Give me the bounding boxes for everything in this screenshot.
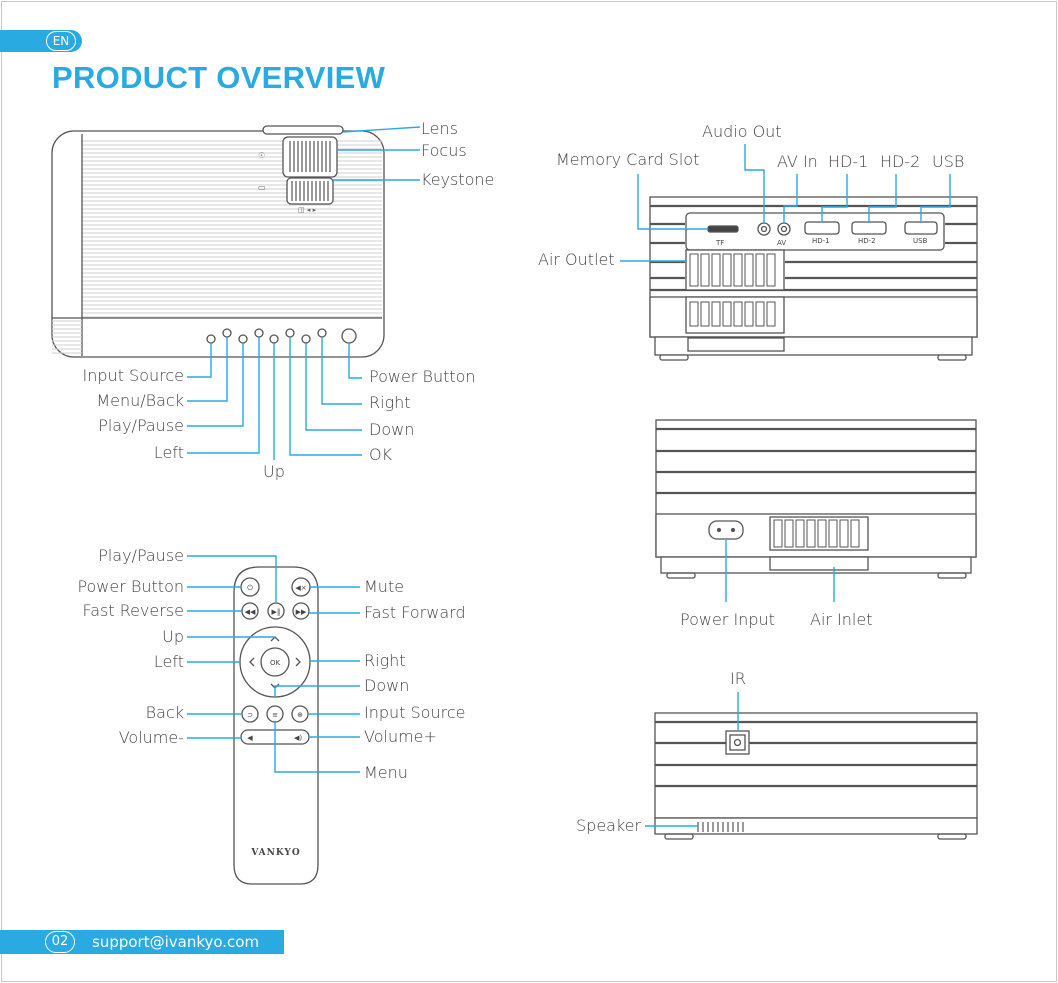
back-icon: ⊃: [247, 711, 253, 719]
label-remote-back: Back: [145, 703, 184, 722]
port-marking-hd2: HD-2: [858, 237, 876, 245]
label-remote-menu: Menu: [364, 763, 408, 782]
label-down: Down: [369, 420, 415, 439]
remote-brand: VANKYO: [250, 848, 300, 858]
input-source-icon: ⊕: [297, 711, 303, 719]
label-menu-back: Menu/Back: [96, 391, 184, 410]
label-left: Left: [153, 443, 184, 462]
play-pause-icon: ▶‖: [272, 608, 281, 616]
projector-rear-view: [649, 196, 978, 361]
label-hd-1: HD-1: [828, 152, 869, 171]
port-marking-tf: TF: [715, 239, 724, 247]
label-remote-input-source: Input Source: [364, 703, 466, 722]
label-remote-fast-forward: Fast Forward: [364, 603, 466, 622]
page-number: 02: [45, 931, 75, 953]
front-view-leaders: [645, 692, 739, 827]
label-remote-mute: Mute: [364, 577, 405, 596]
label-audio-out: Audio Out: [702, 122, 782, 141]
support-email: support@ivankyo.com: [92, 933, 260, 951]
page-title: PRODUCT OVERVIEW: [52, 60, 386, 95]
label-right: Right: [369, 393, 411, 412]
label-power-input: Power Input: [680, 610, 775, 629]
label-remote-down: Down: [364, 676, 410, 695]
label-input-source: Input Source: [82, 366, 184, 385]
label-av-in: AV In: [777, 152, 818, 171]
label-remote-fast-reverse: Fast Reverse: [82, 601, 184, 620]
port-marking-usb: USB: [913, 237, 928, 245]
fast-reverse-icon: ◀◀: [245, 608, 256, 616]
label-keystone: Keystone: [421, 170, 495, 189]
port-marking-av: AV: [777, 239, 786, 247]
label-remote-up: Up: [162, 627, 184, 646]
label-power-button: Power Button: [369, 367, 476, 386]
label-remote-volume-down: Volume-: [118, 728, 184, 747]
svg-text:☉: ☉: [258, 151, 265, 160]
label-play-pause: Play/Pause: [98, 416, 184, 435]
volume-down-icon: ◀: [247, 734, 253, 742]
port-marking-hd1: HD-1: [812, 237, 830, 245]
label-remote-right: Right: [364, 651, 406, 670]
top-view-leaders: [187, 126, 421, 460]
remote-icons: ⏻ ◀× ◀◀ ▶‖ ▶▶ OK ⊃ ≡ ⊕ ◀ ◀) VANKYO: [245, 584, 307, 858]
projector-top-view: ☉ ▭ ◫ ◂ ▸: [51, 125, 385, 358]
menu-icon: ≡: [272, 711, 278, 719]
side-view-leaders: [725, 540, 835, 602]
remote-leaders: [187, 555, 360, 773]
label-air-inlet: Air Inlet: [810, 610, 873, 629]
ok-button-label: OK: [270, 659, 281, 667]
rear-port-markings: TF AV HD-1 HD-2 USB: [715, 237, 928, 247]
label-remote-power-button: Power Button: [77, 577, 184, 596]
label-usb: USB: [932, 152, 965, 171]
label-air-outlet: Air Outlet: [538, 250, 615, 269]
power-icon: ⏻: [247, 584, 253, 592]
rear-view-leaders: [620, 144, 951, 262]
label-up: Up: [263, 462, 285, 481]
label-speaker: Speaker: [576, 816, 642, 835]
language-bar: [0, 30, 82, 52]
label-ok: OK: [369, 445, 393, 464]
volume-up-icon: ◀): [294, 734, 302, 742]
label-lens: Lens: [421, 119, 458, 138]
label-hd-2: HD-2: [880, 152, 921, 171]
label-ir: IR: [730, 669, 746, 688]
language-badge: EN: [46, 31, 76, 51]
mute-icon: ◀×: [295, 584, 306, 592]
projector-side-view: [655, 419, 977, 579]
fast-forward-icon: ▶▶: [296, 608, 307, 616]
svg-text:▭: ▭: [258, 183, 266, 192]
svg-text:◫ ◂ ▸: ◫ ◂ ▸: [298, 206, 317, 214]
label-remote-volume-up: Volume+: [364, 727, 437, 746]
label-focus: Focus: [421, 141, 467, 160]
label-memory-card-slot: Memory Card Slot: [556, 150, 700, 169]
label-remote-play-pause: Play/Pause: [98, 546, 184, 565]
label-remote-left: Left: [153, 652, 184, 671]
projector-front-view: [654, 712, 978, 840]
